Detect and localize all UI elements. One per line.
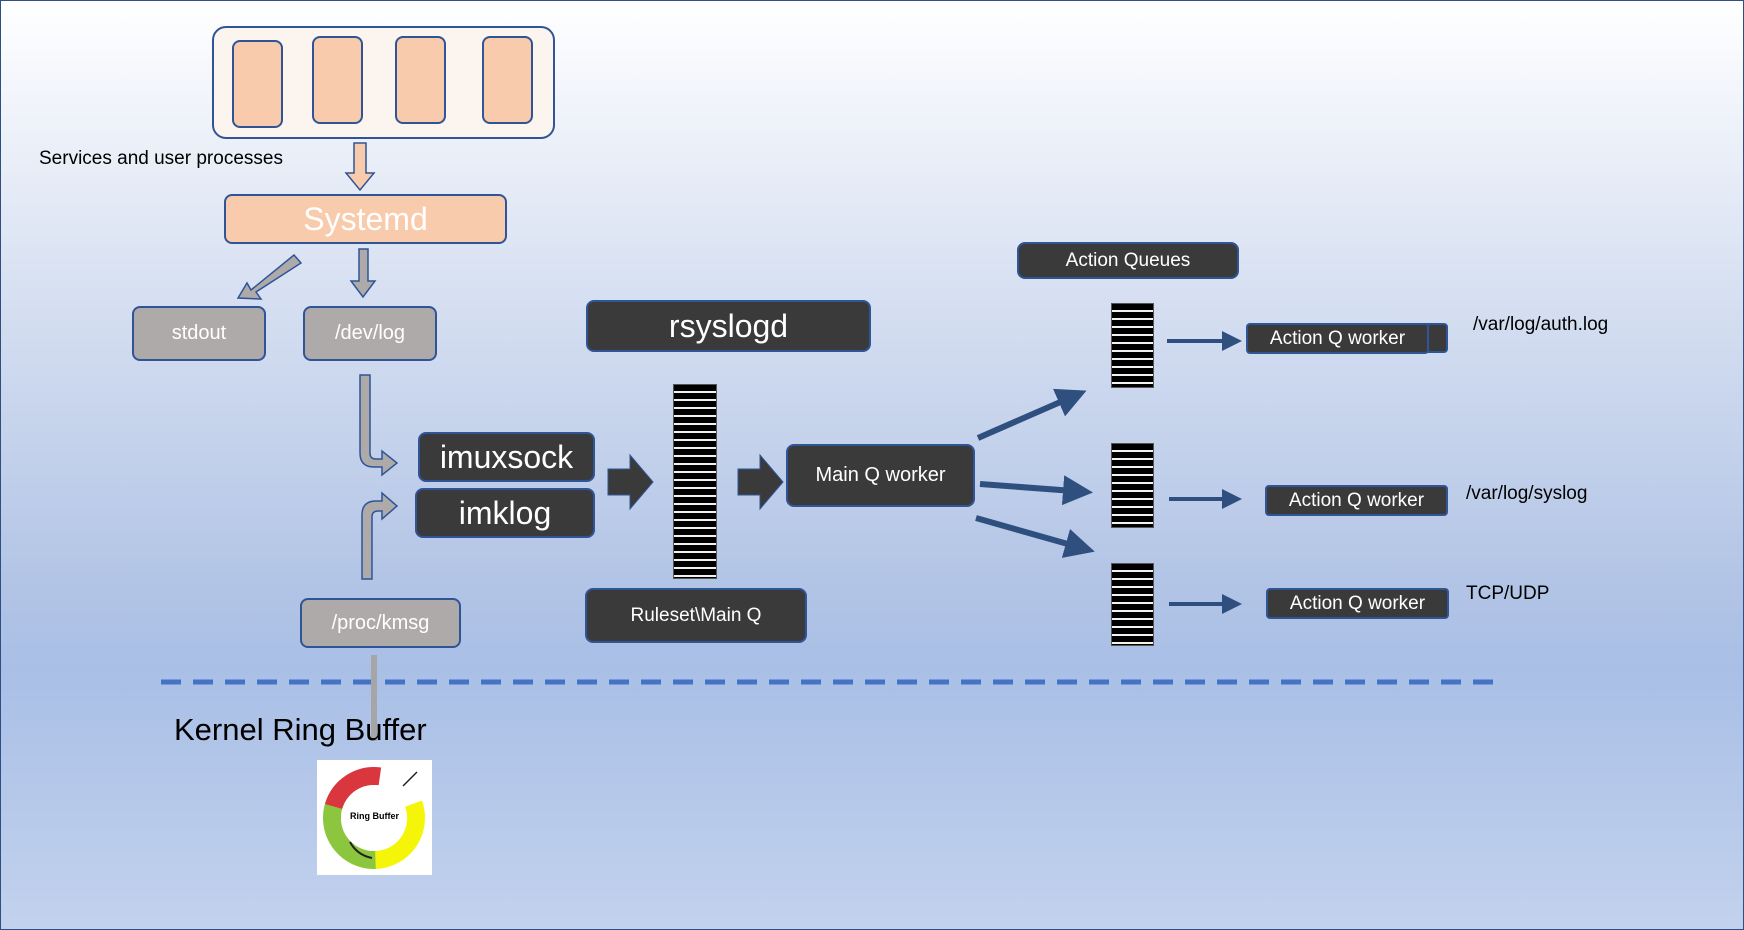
arrow-devlog-to-imuxsock [359,374,399,477]
action-q-worker-3: Action Q worker [1266,588,1449,619]
process-block [482,36,533,124]
arrow-kmsg-to-imklog [361,491,399,580]
action-q-worker-2: Action Q worker [1265,485,1448,516]
arrow-systemd-to-stdout [236,253,303,300]
systemd-box: Systemd [224,194,507,244]
process-block [395,36,446,124]
imuxsock-box: imuxsock [418,432,595,482]
arrow-worker-to-queue-2 [979,475,1093,506]
kernel-ring-buffer-label: Kernel Ring Buffer [174,712,427,747]
arrow-systemd-to-devlog [349,248,377,299]
ring-buffer-image: Ring Buffer [317,760,432,875]
proc-kmsg-box: /proc/kmsg [300,598,461,648]
arrow-worker-to-queue-3 [975,515,1095,558]
main-queue [673,384,717,579]
stdout-box: stdout [132,306,266,361]
arrow-processes-to-systemd [344,142,376,192]
arrow-worker-to-queue-1 [976,388,1087,441]
arrow-inputs-to-main-queue [607,453,654,511]
rsyslogd-title: rsyslogd [586,300,871,352]
imklog-box: imklog [415,488,595,538]
action-queue-1 [1111,303,1154,388]
syslog-destination: /var/log/syslog [1466,483,1588,504]
auth-log-destination: /var/log/auth.log [1473,314,1609,335]
action-q-worker-1: Action Q worker [1246,323,1429,354]
action-queues-label: Action Queues [1017,242,1239,279]
tcp-udp-destination: TCP/UDP [1466,583,1550,604]
process-block [312,36,363,124]
action-queue-2 [1111,443,1154,528]
services-label: Services and user processes [39,148,283,169]
ruleset-main-q-label: Ruleset\Main Q [585,588,807,643]
process-block [232,40,283,128]
ring-buffer-inner-label: Ring Buffer [350,811,399,821]
main-q-worker-box: Main Q worker [786,444,975,507]
arrow-main-queue-to-worker [737,453,784,511]
action-queue-3 [1111,563,1154,646]
dev-log-box: /dev/log [303,306,437,361]
